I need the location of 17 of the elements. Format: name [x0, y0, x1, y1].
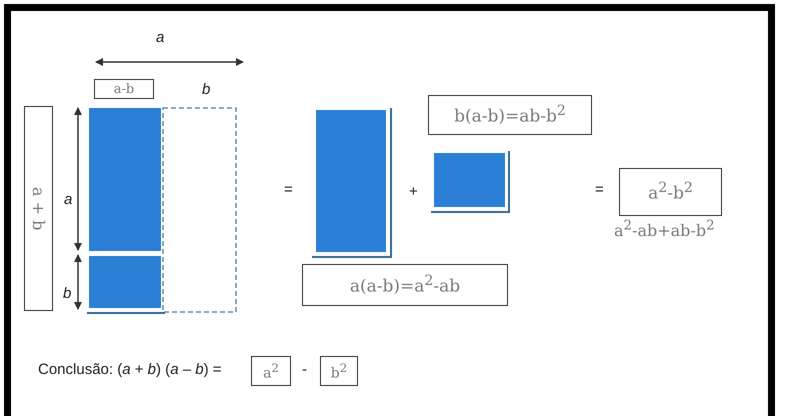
dimension-label: b: [63, 286, 72, 302]
answer-box: b(a-b)=ab-b$^{2}$: [428, 95, 592, 135]
minus-sign: -: [302, 362, 307, 378]
equals-sign: =: [284, 182, 293, 198]
dimension-label: a: [156, 30, 164, 46]
answer-box: b$^{2}$: [320, 356, 358, 386]
equals-sign: =: [595, 182, 604, 198]
expansion-note: a$^{2}$-ab+ab-b$^{2}$: [614, 220, 715, 240]
answer-box: a-b: [94, 79, 154, 99]
answer-box: a + b: [24, 106, 53, 311]
answer-box: a(a-b)=a$^{2}$-ab: [302, 264, 508, 306]
plus-sign: +: [409, 184, 418, 200]
conclusion-text: Conclusão: (a + b) (a – b) =: [38, 362, 222, 378]
answer-box: a$^{2}$: [251, 356, 291, 386]
dimension-label: b: [202, 82, 210, 98]
dimension-label: a: [64, 192, 72, 208]
answer-box: a$^{2}$-b$^{2}$: [619, 168, 722, 216]
